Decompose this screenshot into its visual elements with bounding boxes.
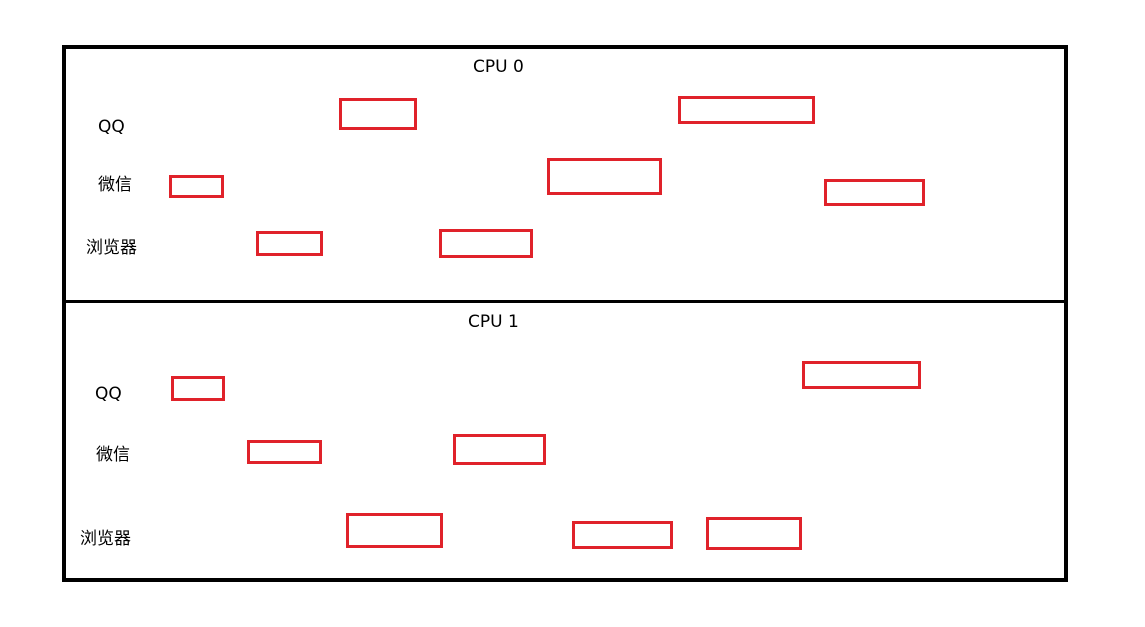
time-slice-cpu1-browser-2 — [572, 521, 673, 549]
time-slice-cpu0-browser-2 — [439, 229, 533, 258]
time-slice-cpu1-wechat-1 — [247, 440, 322, 464]
row-label-cpu1-qq: QQ — [95, 384, 122, 404]
time-slice-cpu0-wechat-1 — [169, 175, 224, 198]
row-label-cpu0-qq: QQ — [98, 117, 125, 137]
panel-title-cpu1: CPU 1 — [468, 312, 519, 332]
time-slice-cpu1-wechat-2 — [453, 434, 546, 465]
row-label-cpu0-browser: 浏览器 — [86, 238, 137, 258]
row-label-cpu0-wechat: 微信 — [98, 175, 132, 195]
diagram-frame — [62, 45, 1068, 582]
panel-divider — [64, 300, 1066, 303]
time-slice-cpu1-qq-2 — [802, 361, 921, 389]
time-slice-cpu0-wechat-3 — [824, 179, 925, 206]
time-slice-cpu0-browser-1 — [256, 231, 323, 256]
row-label-cpu1-browser: 浏览器 — [80, 529, 131, 549]
time-slice-cpu0-qq-2 — [678, 96, 815, 124]
time-slice-cpu0-qq-1 — [339, 98, 417, 130]
time-slice-cpu0-wechat-2 — [547, 158, 662, 195]
panel-title-cpu0: CPU 0 — [473, 57, 524, 77]
time-slice-cpu1-qq-1 — [171, 376, 225, 401]
time-slice-cpu1-browser-1 — [346, 513, 443, 548]
time-slice-cpu1-browser-3 — [706, 517, 802, 550]
row-label-cpu1-wechat: 微信 — [96, 445, 130, 465]
